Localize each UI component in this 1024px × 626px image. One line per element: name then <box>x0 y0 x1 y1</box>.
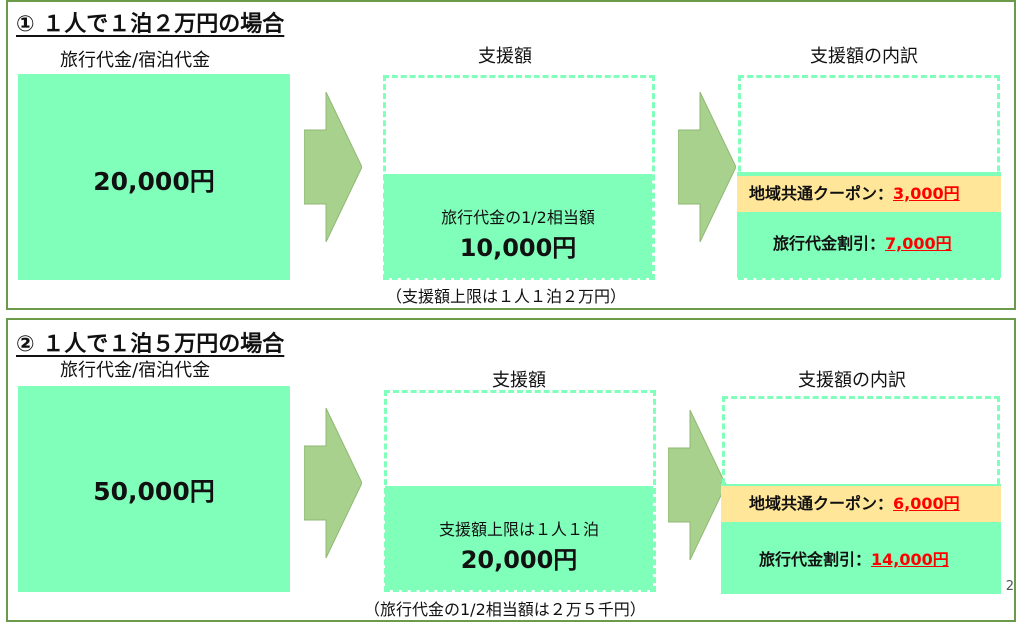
section-1-breakdown-box: 地域共通クーポン：3,000円 旅行代金割引：7,000円 <box>737 172 1001 278</box>
section-2-breakdown-label: 支援額の内訳 <box>798 370 906 391</box>
page-number: 2 <box>1005 579 1014 594</box>
section-2-discount-label: 旅行代金割引： <box>759 550 872 569</box>
section-2-discount-value: 14,000円 <box>871 550 949 569</box>
right-arrow-icon <box>678 92 736 242</box>
section-2-price-label: 旅行代金/宿泊代金 <box>60 360 211 381</box>
right-arrow-icon <box>668 410 726 560</box>
section-1-panel: ① １人で１泊２万円の場合 旅行代金/宿泊代金 20,000円 支援額 旅行代金… <box>6 0 1016 310</box>
section-2-price-box: 50,000円 <box>18 386 290 592</box>
section-1-price-label: 旅行代金/宿泊代金 <box>60 50 211 71</box>
section-1-support-label: 支援額 <box>478 46 532 67</box>
section-2-support-box: 支援額上限は１人１泊 20,000円 <box>385 486 653 590</box>
section-1-support-desc: 旅行代金の1/2相当額 <box>441 208 595 227</box>
section-1-title: ① １人で１泊２万円の場合 <box>16 12 285 37</box>
section-1-discount-row: 旅行代金割引：7,000円 <box>737 230 1001 254</box>
section-1-price-value: 20,000円 <box>93 167 215 196</box>
right-arrow-icon <box>304 92 362 242</box>
section-2-coupon-label: 地域共通クーポン： <box>749 494 894 513</box>
right-arrow-icon <box>304 408 362 558</box>
section-1-coupon-label: 地域共通クーポン： <box>749 184 894 203</box>
section-2-support-value: 20,000円 <box>460 546 578 574</box>
section-2-support-note: （旅行代金の1/2相当額は２万５千円） <box>364 600 646 619</box>
section-2-support-desc: 支援額上限は１人１泊 <box>438 520 599 539</box>
section-2-price-value: 50,000円 <box>93 477 215 506</box>
section-1-coupon-row: 地域共通クーポン：3,000円 <box>737 176 1001 212</box>
section-1-support-note: （支援額上限は１人１泊２万円） <box>386 287 627 306</box>
section-1-support-box: 旅行代金の1/2相当額 10,000円 <box>384 174 652 278</box>
section-2-panel: ② １人で１泊５万円の場合 旅行代金/宿泊代金 50,000円 支援額 支援額上… <box>6 318 1016 622</box>
section-1-discount-value: 7,000円 <box>885 234 952 253</box>
section-1-breakdown-label: 支援額の内訳 <box>810 46 918 67</box>
section-1-coupon-value: 3,000円 <box>893 184 960 203</box>
section-1-discount-label: 旅行代金割引： <box>773 234 886 253</box>
section-2-title: ② １人で１泊５万円の場合 <box>16 332 285 357</box>
section-2-breakdown-box: 地域共通クーポン：6,000円 旅行代金割引：14,000円 <box>721 484 1001 594</box>
section-2-coupon-value: 6,000円 <box>893 494 960 513</box>
section-1-support-value: 10,000円 <box>459 234 577 262</box>
section-2-coupon-row: 地域共通クーポン：6,000円 <box>721 486 1001 522</box>
section-1-price-box: 20,000円 <box>18 74 290 280</box>
section-2-support-label: 支援額 <box>492 370 546 391</box>
section-2-discount-row: 旅行代金割引：14,000円 <box>721 546 1001 570</box>
